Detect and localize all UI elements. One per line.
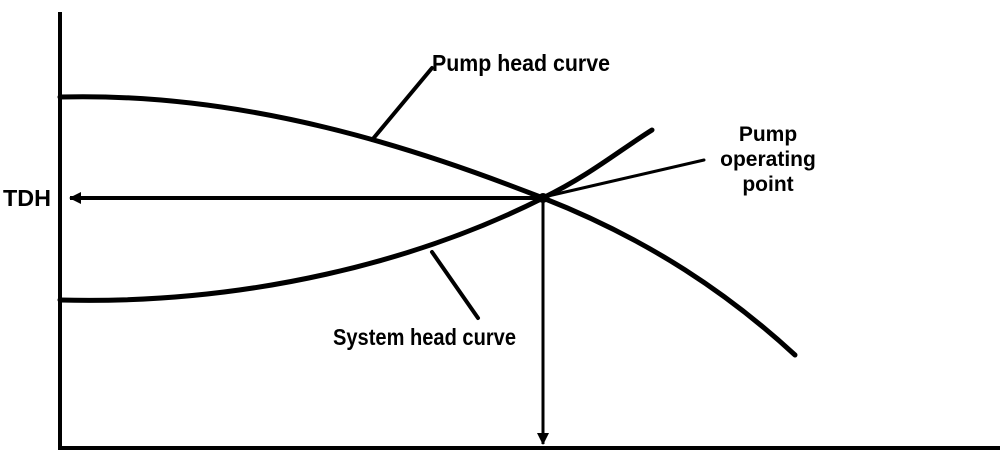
tdh-label: TDH [3,185,51,211]
system-head-curve-label: System head curve [333,324,516,350]
operating-point-dot [538,193,548,203]
operating-point-leader [546,158,706,198]
operating-point-label-line1: Pump [739,123,797,146]
system-head-curve [57,127,655,303]
system-curve-leader [430,250,480,320]
pump-head-curve [57,94,798,358]
operating-point-label-line2: operating [720,148,816,171]
pump-head-curve-label: Pump head curve [432,50,610,76]
operating-point-label-line3: point [742,173,793,196]
pump-curve-leader [370,66,434,142]
